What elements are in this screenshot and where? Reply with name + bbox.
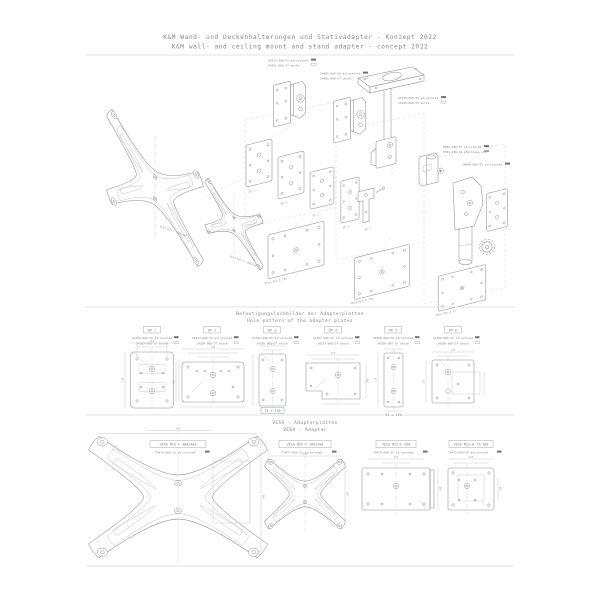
ceiling-mount [358,67,424,170]
plate-tag: DP 4 [329,328,337,332]
part-label: 24481-000-55 structured [320,72,360,76]
dim-height: 120 [423,379,426,384]
clamp-bracket [419,153,444,186]
dp4-drawing: 160 100 [306,352,370,404]
stand-adapter [453,177,495,265]
plate-part: 24356-000-55 structured [252,336,292,340]
title-de: K&M Wand- und Deckenhalterungen und Stat… [163,34,437,41]
vesa-200-drawing: VESA MIS-F 200x200 79477-000-55 structur… [264,441,350,533]
vesa-section: VESA - Adapterplatten VESA - Adapter VES… [86,414,514,567]
part-label: M785-238-55 structured [443,145,482,149]
dp1-drawing: 100 130 [122,340,180,412]
part-label: 24471-000-57 white [268,64,300,68]
vesa-mis-e-drawing: VESA MIS-E 200 79476-000-55 structured 2… [362,441,443,515]
plate-part: 24354-000-57 white [196,342,228,346]
hole-pattern-section: Befestigungslochbilder der Adapterplatte… [86,306,514,417]
iso-label-mis-e: VESA MIS-E 200 [264,276,287,285]
plate-tag: DP 5 [389,328,397,332]
vesa-400-drawing: VESA MIS-F 400x400 79478-000-55 structur… [88,427,268,564]
vesa-heading-de: VESA - Adapterplatten [272,420,337,426]
plate-part: 24352-000-55 structured [132,336,172,340]
vesa200-tag: VESA MIS-F 200x200 [287,443,324,447]
iso-label-dp3: DP 3 [312,212,320,217]
dim-height: 150 [375,377,378,382]
vesa-mis-e-dim-h: 100 [440,486,443,491]
vesa-mis-d-drawing: VESA MIS-D 75/100 79475-000-55 structure… [448,441,503,515]
vesa400-dim-h: 400 [263,494,266,499]
plate-part: 24356-000-57 white [256,342,288,346]
vesa-heading-en: VESA - Adapter [283,427,327,433]
adapter-plate-chain: DP 1 DP 2 DP 3 DP 4 DP 5 [245,138,508,232]
dim-height: 100 [367,378,370,383]
part-label: 24196-000-55 structured [398,96,438,100]
dp2-drawing: 180 100 [173,346,245,407]
plate-part: 24359-000-55 structured [433,336,473,340]
vesa200-dim-w: 200 [303,453,308,456]
wall-bracket-2 [333,96,367,144]
plate-tag: DP 2 [208,328,216,332]
plate-part: 24358-000-55 structured [373,336,413,340]
exploded-view: VESA MIS-F 400x400 VESA MIS-F 200x200 DP… [106,59,510,318]
dp3-drawing: 75 x 150 75 [253,343,286,414]
dim-width: 120 [451,349,456,352]
vesa400-tag: VESA MIS-F 400x400 [160,443,197,447]
plate-part: 24358-000-57 white [377,342,409,346]
dp3-note: 75 x 150 [264,409,280,413]
plate-part: 24352-000-57 white [136,342,168,346]
part-label: 24471-000-55 structured [268,59,308,63]
vesa-mis-d-part: 79475-000-55 structured [448,451,488,455]
vesa200-dim-h: 200 [347,491,350,496]
dp6-drawing: 120 120 [423,349,485,407]
t-bracket [358,185,385,224]
vesa-mis-d-dim-w: 100 [469,456,474,459]
iso-label-mis-d75: VESA MIS-D 75 [435,309,457,318]
hole-pattern-heading-de: Befestigungslochbilder der Adapterplatte… [236,311,364,317]
vesa-mis-e-tag: VESA MIS-E 200 [382,443,411,447]
part-label: 24196-000-57 white [398,101,430,105]
dim-height: 130 [122,377,125,382]
vesa-400-plate-iso: VESA MIS-F 400x400 [106,100,204,276]
dim-width: 160 [331,352,336,355]
ceiling-bracket [371,137,396,170]
plate-tag: DP 1 [148,328,156,332]
dp5-drawing: 50 x 150 150 [375,349,404,417]
plate-tags: DP 1 24352-000-55 structured 24352-000-57 … [132,327,480,346]
plate-tag: DP 3 [268,328,276,332]
plate-part: 24354-000-55 structured [192,336,232,340]
plate-tag: DP 6 [449,328,457,332]
iso-label-dp5: DP 5 [364,226,372,231]
iso-label-dp4: DP 4 [342,224,350,229]
vesa-mis-e-dim-w: 200 [394,456,399,459]
large-adapter-plates: VESA MIS-E 200 VESA MIS-D 100 VESA MIS-D… [264,220,487,318]
dim-width: 75 [271,343,274,346]
iso-label-mis-d100: VESA MIS-D 100 [350,296,373,305]
hole-pattern-heading-en: Hole pattern of the adapter plates [247,318,353,324]
plate-part: 24357-000-57 white [317,342,349,346]
dim-width: 100 [150,340,155,343]
vesa200-part: 79477-000-55 structured [282,451,322,455]
iso-label-dp2: DP 2 [280,200,288,205]
vesa400-dim-w: 400 [176,427,181,430]
part-labels: 24471-000-55 structured 24471-000-57 whi… [268,59,510,167]
vesa400-part: 79478-000-55 structured [155,451,195,455]
dim-height: 100 [173,379,176,384]
vesa-mis-d-dim-h: 100 [500,486,503,491]
dim-width: 180 [211,346,216,349]
title-block: K&M Wand- und Deckenhalterungen und Stat… [86,34,514,56]
plate-part: 24359-000-57 white [437,342,469,346]
plate-part: 24357-000-55 structured [313,336,353,340]
iso-label-dp1: DP 1 [248,188,256,193]
title-en: K&M wall- and ceiling mount and stand ad… [172,44,429,51]
part-label: 19640-000-55 structured [462,163,502,167]
vesa-mis-d-tag: VESA MIS-D 75/100 [454,443,489,447]
vesa-mis-e-part: 79476-000-55 structured [373,451,413,455]
part-label: 24481-000-57 white [320,77,352,81]
part-label: M785-238-74 stainless stl [443,150,487,154]
wall-bracket-1 [273,80,307,128]
